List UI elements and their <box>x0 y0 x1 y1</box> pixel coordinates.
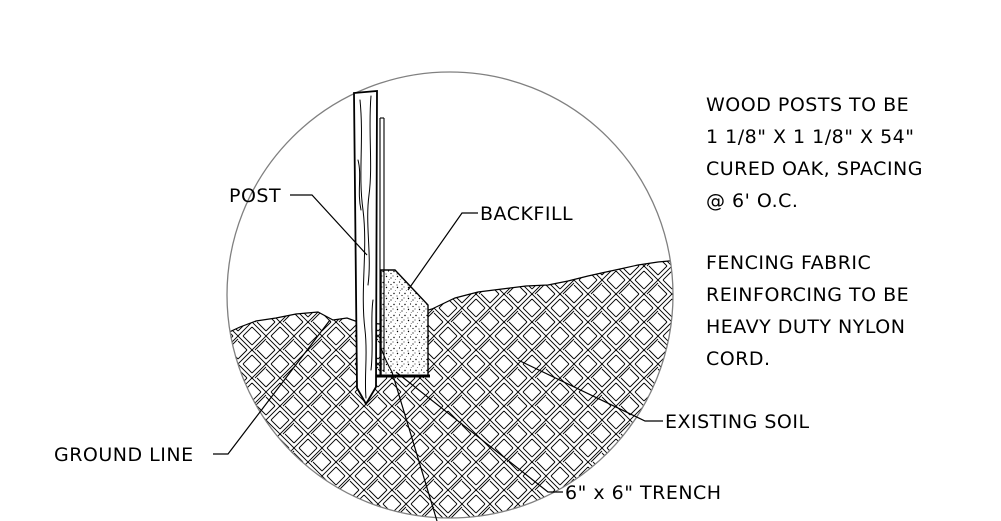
note-posts-line: WOOD POSTS TO BE <box>706 94 909 116</box>
note-fabric-line: REINFORCING TO BE <box>706 284 909 306</box>
ground-line-leader <box>213 319 331 455</box>
label-post: POST <box>229 185 281 207</box>
notes-posts: WOOD POSTS TO BE 1 1/8" X 1 1/8" X 54" C… <box>706 94 923 212</box>
note-fabric-line: FENCING FABRIC <box>706 252 871 274</box>
fencing-fabric <box>379 117 393 375</box>
label-ground-line: GROUND LINE <box>54 444 194 466</box>
wood-post <box>353 90 378 406</box>
backfill-leader <box>407 212 478 291</box>
note-posts-line: @ 6' O.C. <box>706 190 798 212</box>
backfill-fill <box>380 269 429 377</box>
bottom-leader <box>391 371 438 521</box>
existing-soil-leader <box>517 359 663 422</box>
detail-circle <box>226 71 674 519</box>
label-existing-soil: EXISTING SOIL <box>665 411 810 433</box>
notes-fabric: FENCING FABRIC REINFORCING TO BE HEAVY D… <box>706 252 909 370</box>
note-posts-line: 1 1/8" X 1 1/8" X 54" <box>706 126 915 148</box>
note-fabric-line: CORD. <box>706 348 771 370</box>
label-trench: 6" x 6" TRENCH <box>565 482 722 504</box>
note-posts-line: CURED OAK, SPACING <box>706 158 923 180</box>
post-leader <box>290 194 368 256</box>
note-fabric-line: HEAVY DUTY NYLON <box>706 316 905 338</box>
leader-lines <box>213 194 663 521</box>
label-backfill: BACKFILL <box>480 203 573 225</box>
existing-soil-hatch <box>227 259 673 518</box>
trench-leader <box>395 371 563 493</box>
